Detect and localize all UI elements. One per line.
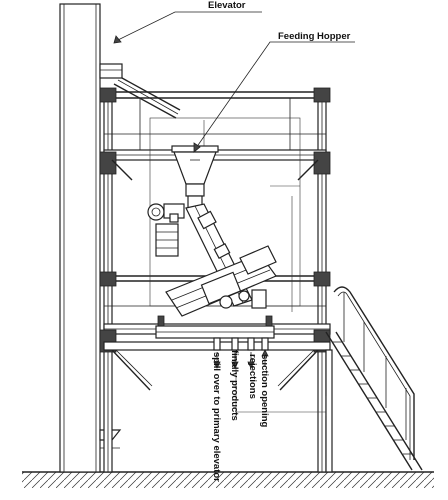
sorter-machine xyxy=(155,245,277,351)
suction-opening-label: suction opening xyxy=(259,354,270,428)
elevator-column xyxy=(59,3,181,473)
elevator-label: Elevator xyxy=(208,0,246,11)
rejections-label: rejections xyxy=(247,354,258,399)
spill-over-label: spill over to primary elevator xyxy=(211,352,222,482)
output-arrows xyxy=(213,349,269,369)
motor-assembly xyxy=(147,203,185,257)
finally-products-label: finally products xyxy=(229,350,240,421)
ground xyxy=(22,471,434,488)
staircase xyxy=(325,286,423,471)
feeding-hopper xyxy=(171,145,219,211)
feeding-hopper-label: Feeding Hopper xyxy=(278,31,351,42)
label-leaders xyxy=(113,11,355,153)
